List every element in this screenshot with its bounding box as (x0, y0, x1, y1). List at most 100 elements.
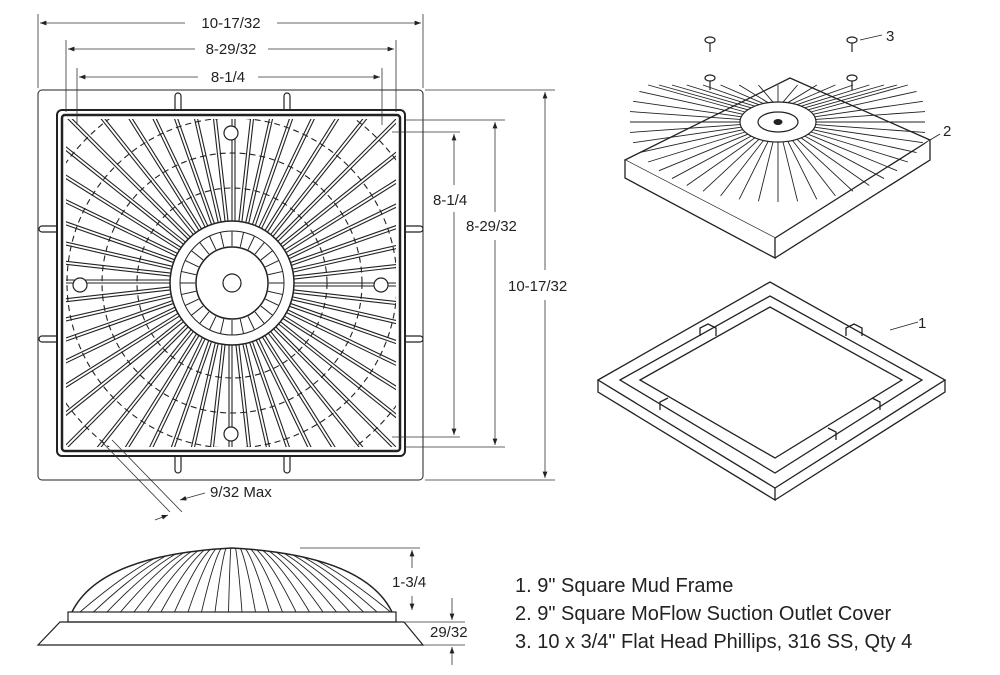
hub-rib (208, 316, 217, 331)
rib (155, 119, 209, 227)
rib (238, 342, 252, 447)
iso-rib (738, 141, 769, 200)
hub-ribs (180, 231, 284, 335)
frame-outline (37, 89, 424, 481)
rib (273, 328, 393, 447)
rib (152, 336, 207, 447)
iso-rib (647, 84, 746, 113)
callout-2: 2 (943, 123, 951, 140)
grate-ribs (66, 119, 396, 447)
rib (104, 119, 197, 233)
iso-rib (639, 90, 743, 115)
screw-icon (704, 74, 716, 90)
rib (293, 266, 396, 280)
callout-3: 3 (886, 28, 894, 45)
rib (274, 119, 396, 241)
iso-rib (647, 131, 746, 163)
rib (282, 179, 396, 252)
hub-rib (260, 250, 273, 261)
iso-rib (792, 84, 836, 104)
iso-rib (720, 84, 764, 104)
rib (278, 323, 396, 419)
legend-item-screws: 3. 10 x 3/4" Flat Head Phillips, 316 SS,… (515, 631, 913, 653)
rib (235, 344, 249, 447)
iso-rib (807, 133, 898, 172)
dim-side-frame: 29/32 (430, 624, 468, 641)
callout-1: 1 (918, 315, 926, 332)
rib (66, 224, 176, 264)
rib (66, 293, 172, 319)
iso-rib (810, 131, 909, 163)
rib (268, 329, 364, 447)
rib (285, 203, 396, 258)
rib (288, 302, 396, 341)
dome-rib (174, 548, 213, 612)
iso-rib (720, 140, 764, 197)
rib (71, 119, 191, 238)
rib (131, 119, 203, 230)
rib (288, 206, 396, 260)
rib (194, 119, 220, 225)
dome-rib (160, 548, 208, 612)
parts-legend: 1. 9" Square Mud Frame 2. 9" Square MoFl… (515, 572, 912, 656)
rib (66, 300, 173, 339)
hub-rib (208, 235, 217, 250)
rib (197, 119, 222, 223)
dim-top-overall: 10-17/32 (201, 15, 260, 32)
rib (66, 244, 174, 271)
rib (257, 336, 312, 447)
iso-rib (804, 84, 885, 109)
hub-rib (247, 316, 256, 331)
rib (274, 325, 396, 447)
hub-rib (191, 250, 204, 261)
dim-gap: 9/32 Max (210, 484, 272, 501)
rib (66, 319, 186, 417)
iso-rib (686, 137, 756, 186)
dome-rib (239, 548, 256, 612)
center-hub (195, 246, 269, 320)
hub-rib (181, 270, 197, 276)
dome-rib (214, 548, 227, 612)
rib (66, 260, 171, 274)
rib (100, 119, 196, 237)
rib (282, 155, 396, 248)
rib (66, 295, 174, 322)
rib (268, 119, 364, 237)
rib (212, 119, 226, 224)
center-screw-icon (222, 273, 242, 293)
hub-rib (191, 305, 204, 316)
hub-rib (184, 298, 199, 307)
rib (257, 119, 312, 230)
dome-rib (254, 548, 297, 612)
rib (244, 341, 270, 447)
dim-side-height: 1-3/4 (392, 574, 426, 591)
iso-rib (810, 84, 909, 113)
iso-rib (658, 84, 748, 111)
iso-rib (633, 100, 742, 118)
hub-rib (184, 259, 199, 268)
dome-rib (187, 548, 217, 612)
rib (255, 339, 309, 447)
iso-frame (596, 281, 947, 502)
rib (261, 336, 333, 447)
rib (66, 263, 173, 277)
rib (291, 263, 396, 277)
rib (285, 308, 396, 363)
hub-rib (254, 311, 265, 324)
iso-rib (671, 84, 752, 109)
rib (282, 314, 396, 387)
rib (66, 312, 179, 385)
legend-item-frame: 1. 9" Square Mud Frame (515, 575, 734, 597)
rib (291, 289, 396, 303)
screw-icon (704, 36, 716, 52)
hub-rib (219, 232, 225, 248)
rib (291, 228, 396, 266)
rib (194, 341, 220, 447)
iso-rib (633, 126, 742, 144)
hub-rib (260, 305, 273, 316)
rib (128, 333, 201, 447)
dome-rib (249, 548, 283, 612)
rib (251, 339, 290, 447)
iso-rib (686, 84, 756, 107)
rib (67, 325, 190, 447)
